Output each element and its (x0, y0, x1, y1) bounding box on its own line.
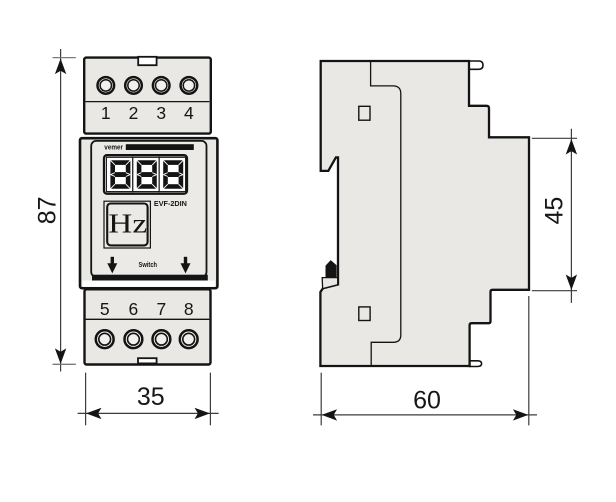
svg-text:1: 1 (101, 103, 111, 123)
svg-text:60: 60 (413, 387, 441, 415)
svg-text:2: 2 (129, 103, 139, 123)
svg-text:7: 7 (157, 299, 167, 319)
svg-text:5: 5 (100, 299, 110, 319)
svg-text:EVF-2DIN: EVF-2DIN (154, 199, 187, 208)
svg-text:vemer: vemer (104, 143, 123, 152)
svg-text:8: 8 (184, 299, 194, 319)
svg-text:3: 3 (156, 103, 166, 123)
svg-text:Hz: Hz (108, 208, 147, 238)
svg-text:4: 4 (184, 103, 194, 123)
svg-text:87: 87 (34, 196, 62, 224)
svg-text:Switch: Switch (139, 260, 158, 269)
svg-text:6: 6 (129, 299, 139, 319)
svg-text:35: 35 (137, 383, 165, 411)
svg-text:45: 45 (540, 197, 568, 225)
